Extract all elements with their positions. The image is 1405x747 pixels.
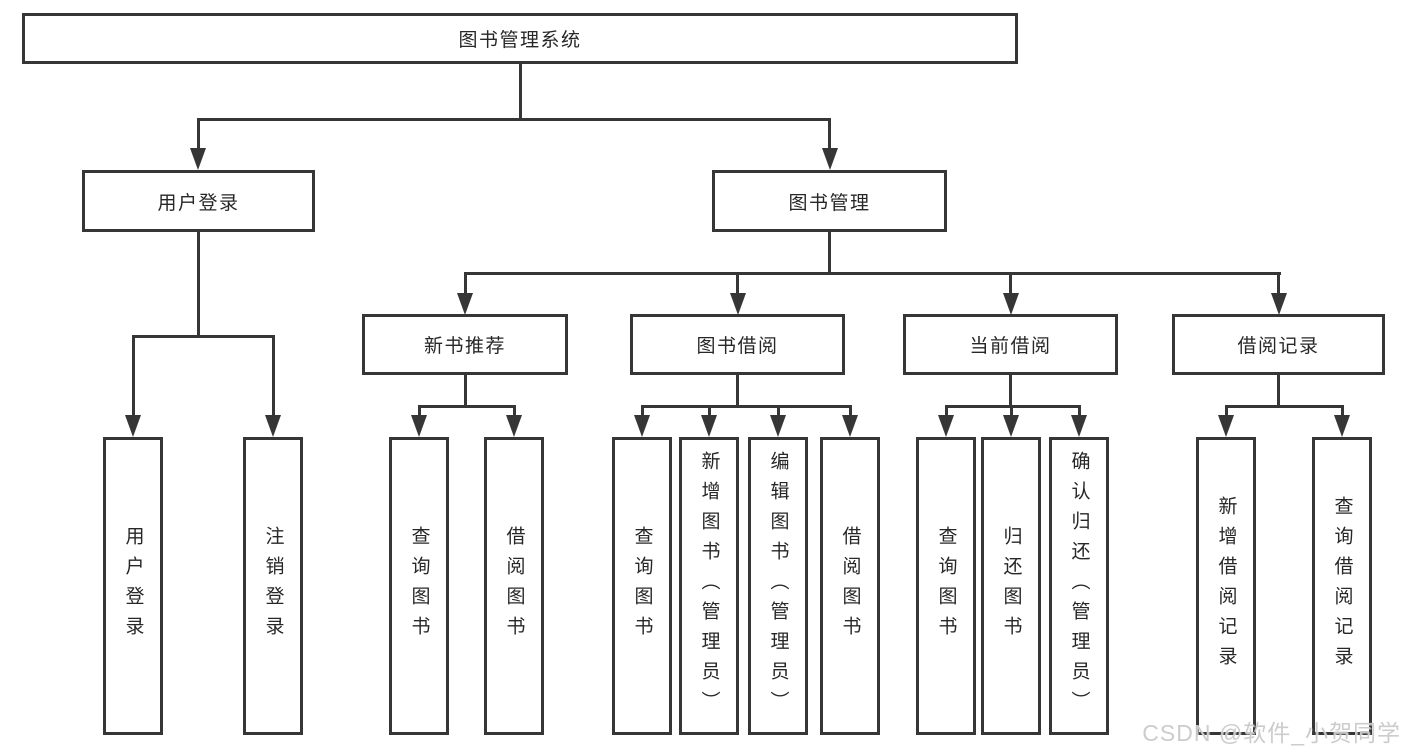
- arrowhead-bb-add: [701, 415, 717, 437]
- connector-new-book-stem: [463, 375, 467, 405]
- arrowhead-nbr-query: [411, 415, 427, 437]
- leaf-br-query-record: 查询借阅记录: [1312, 437, 1372, 735]
- connector-root-stem: [518, 64, 522, 118]
- leaf-nbr-query-books: 查询图书: [389, 437, 449, 735]
- csdn-watermark: CSDN @软件_小贺同学: [1142, 720, 1401, 746]
- connector-current-borrow-rail: [944, 405, 1081, 408]
- connector-drop-new-book: [463, 272, 467, 293]
- arrowhead-br-query: [1334, 415, 1350, 437]
- node-current-borrow: 当前借阅: [903, 314, 1118, 375]
- connector-drop-cb-confirm: [1077, 405, 1081, 415]
- node-book-borrow: 图书借阅: [630, 314, 845, 375]
- connector-user-login-stem: [196, 232, 200, 335]
- leaf-cb-confirm-return-admin-label: 确认归还（管理员）: [1068, 451, 1090, 721]
- leaf-bb-query-books-label: 查询图书: [631, 526, 653, 646]
- arrowhead-cb-query: [938, 415, 954, 437]
- connector-drop-leaf-login: [131, 335, 135, 415]
- leaf-bb-add-books-admin: 新增图书（管理员）: [679, 437, 739, 735]
- connector-borrow-records-rail: [1224, 405, 1344, 408]
- arrowhead-nbr-borrow: [506, 415, 522, 437]
- connector-drop-br-add: [1224, 405, 1228, 415]
- arrowhead-book-borrow: [729, 293, 746, 315]
- arrowhead-user-login: [190, 148, 206, 170]
- arrowhead-leaf-login: [125, 415, 141, 437]
- leaf-bb-edit-books-admin-label: 编辑图书（管理员）: [767, 451, 789, 721]
- leaf-bb-edit-books-admin: 编辑图书（管理员）: [748, 437, 808, 735]
- leaf-logout: 注销登录: [243, 437, 303, 735]
- leaf-br-add-record: 新增借阅记录: [1196, 437, 1256, 735]
- arrowhead-cb-confirm: [1071, 415, 1087, 437]
- node-root-label: 图书管理系统: [458, 30, 582, 51]
- connector-drop-nbr-borrow: [512, 405, 516, 415]
- arrowhead-borrow-records: [1270, 293, 1287, 315]
- leaf-cb-return-books-label: 归还图书: [1000, 526, 1022, 646]
- arrowhead-bb-query: [634, 415, 650, 437]
- node-current-borrow-label: 当前借阅: [969, 336, 1052, 357]
- connector-level3-rail: [463, 272, 1281, 275]
- arrowhead-book-management: [821, 148, 838, 170]
- leaf-cb-confirm-return-admin: 确认归还（管理员）: [1049, 437, 1109, 735]
- connector-book-management-stem: [828, 232, 831, 272]
- leaf-nbr-query-books-label: 查询图书: [408, 526, 430, 646]
- leaf-bb-borrow-books: 借阅图书: [820, 437, 880, 735]
- arrowhead-cb-return: [1003, 415, 1019, 437]
- leaf-cb-query-books: 查询图书: [916, 437, 976, 735]
- leaf-logout-label: 注销登录: [262, 526, 284, 646]
- arrowhead-leaf-logout: [265, 415, 281, 437]
- node-book-management: 图书管理: [712, 170, 947, 232]
- connector-drop-bb-borrow: [848, 405, 852, 415]
- leaf-bb-query-books: 查询图书: [612, 437, 672, 735]
- arrowhead-current-borrow: [1002, 293, 1019, 315]
- leaf-nbr-borrow-books: 借阅图书: [484, 437, 544, 735]
- leaf-bb-add-books-admin-label: 新增图书（管理员）: [698, 451, 720, 721]
- leaf-nbr-borrow-books-label: 借阅图书: [503, 526, 525, 646]
- leaf-user-login-label: 用户登录: [122, 526, 144, 646]
- connector-drop-bb-query: [640, 405, 644, 415]
- arrowhead-bb-edit: [770, 415, 786, 437]
- connector-drop-bb-add: [707, 405, 711, 415]
- connector-user-login-rail: [131, 335, 275, 338]
- connector-new-book-rail: [417, 405, 516, 408]
- connector-drop-leaf-logout: [271, 335, 275, 415]
- connector-drop-cb-query: [944, 405, 948, 415]
- node-new-book-recommend-label: 新书推荐: [423, 336, 506, 357]
- connector-drop-book-management: [828, 118, 831, 150]
- connector-drop-current-borrow: [1009, 272, 1012, 293]
- connector-drop-br-query: [1340, 405, 1344, 415]
- arrowhead-new-book: [457, 293, 473, 315]
- leaf-br-query-record-label: 查询借阅记录: [1331, 496, 1353, 676]
- connector-book-borrow-stem: [736, 375, 739, 405]
- leaf-bb-borrow-books-label: 借阅图书: [839, 526, 861, 646]
- node-book-management-label: 图书管理: [788, 192, 871, 214]
- leaf-cb-query-books-label: 查询图书: [935, 526, 957, 646]
- node-user-login: 用户登录: [82, 170, 315, 232]
- leaf-br-add-record-label: 新增借阅记录: [1215, 496, 1237, 676]
- arrowhead-bb-borrow: [842, 415, 858, 437]
- connector-drop-user-login: [196, 118, 200, 150]
- connector-borrow-records-stem: [1277, 375, 1280, 405]
- connector-level2-rail: [196, 118, 831, 121]
- connector-drop-nbr-query: [417, 405, 421, 415]
- node-borrow-records-label: 借阅记录: [1237, 336, 1320, 357]
- node-root: 图书管理系统: [22, 13, 1018, 64]
- node-user-login-label: 用户登录: [157, 192, 240, 214]
- leaf-user-login: 用户登录: [103, 437, 163, 735]
- connector-book-borrow-rail: [640, 405, 852, 408]
- connector-drop-book-borrow: [736, 272, 739, 293]
- node-new-book-recommend: 新书推荐: [362, 314, 568, 375]
- connector-drop-bb-edit: [776, 405, 780, 415]
- node-book-borrow-label: 图书借阅: [696, 336, 779, 357]
- arrowhead-br-add: [1218, 415, 1234, 437]
- connector-drop-borrow-records: [1277, 272, 1280, 293]
- leaf-cb-return-books: 归还图书: [981, 437, 1041, 735]
- connector-current-borrow-stem: [1009, 375, 1012, 405]
- node-borrow-records: 借阅记录: [1172, 314, 1385, 375]
- connector-drop-cb-return: [1009, 405, 1013, 415]
